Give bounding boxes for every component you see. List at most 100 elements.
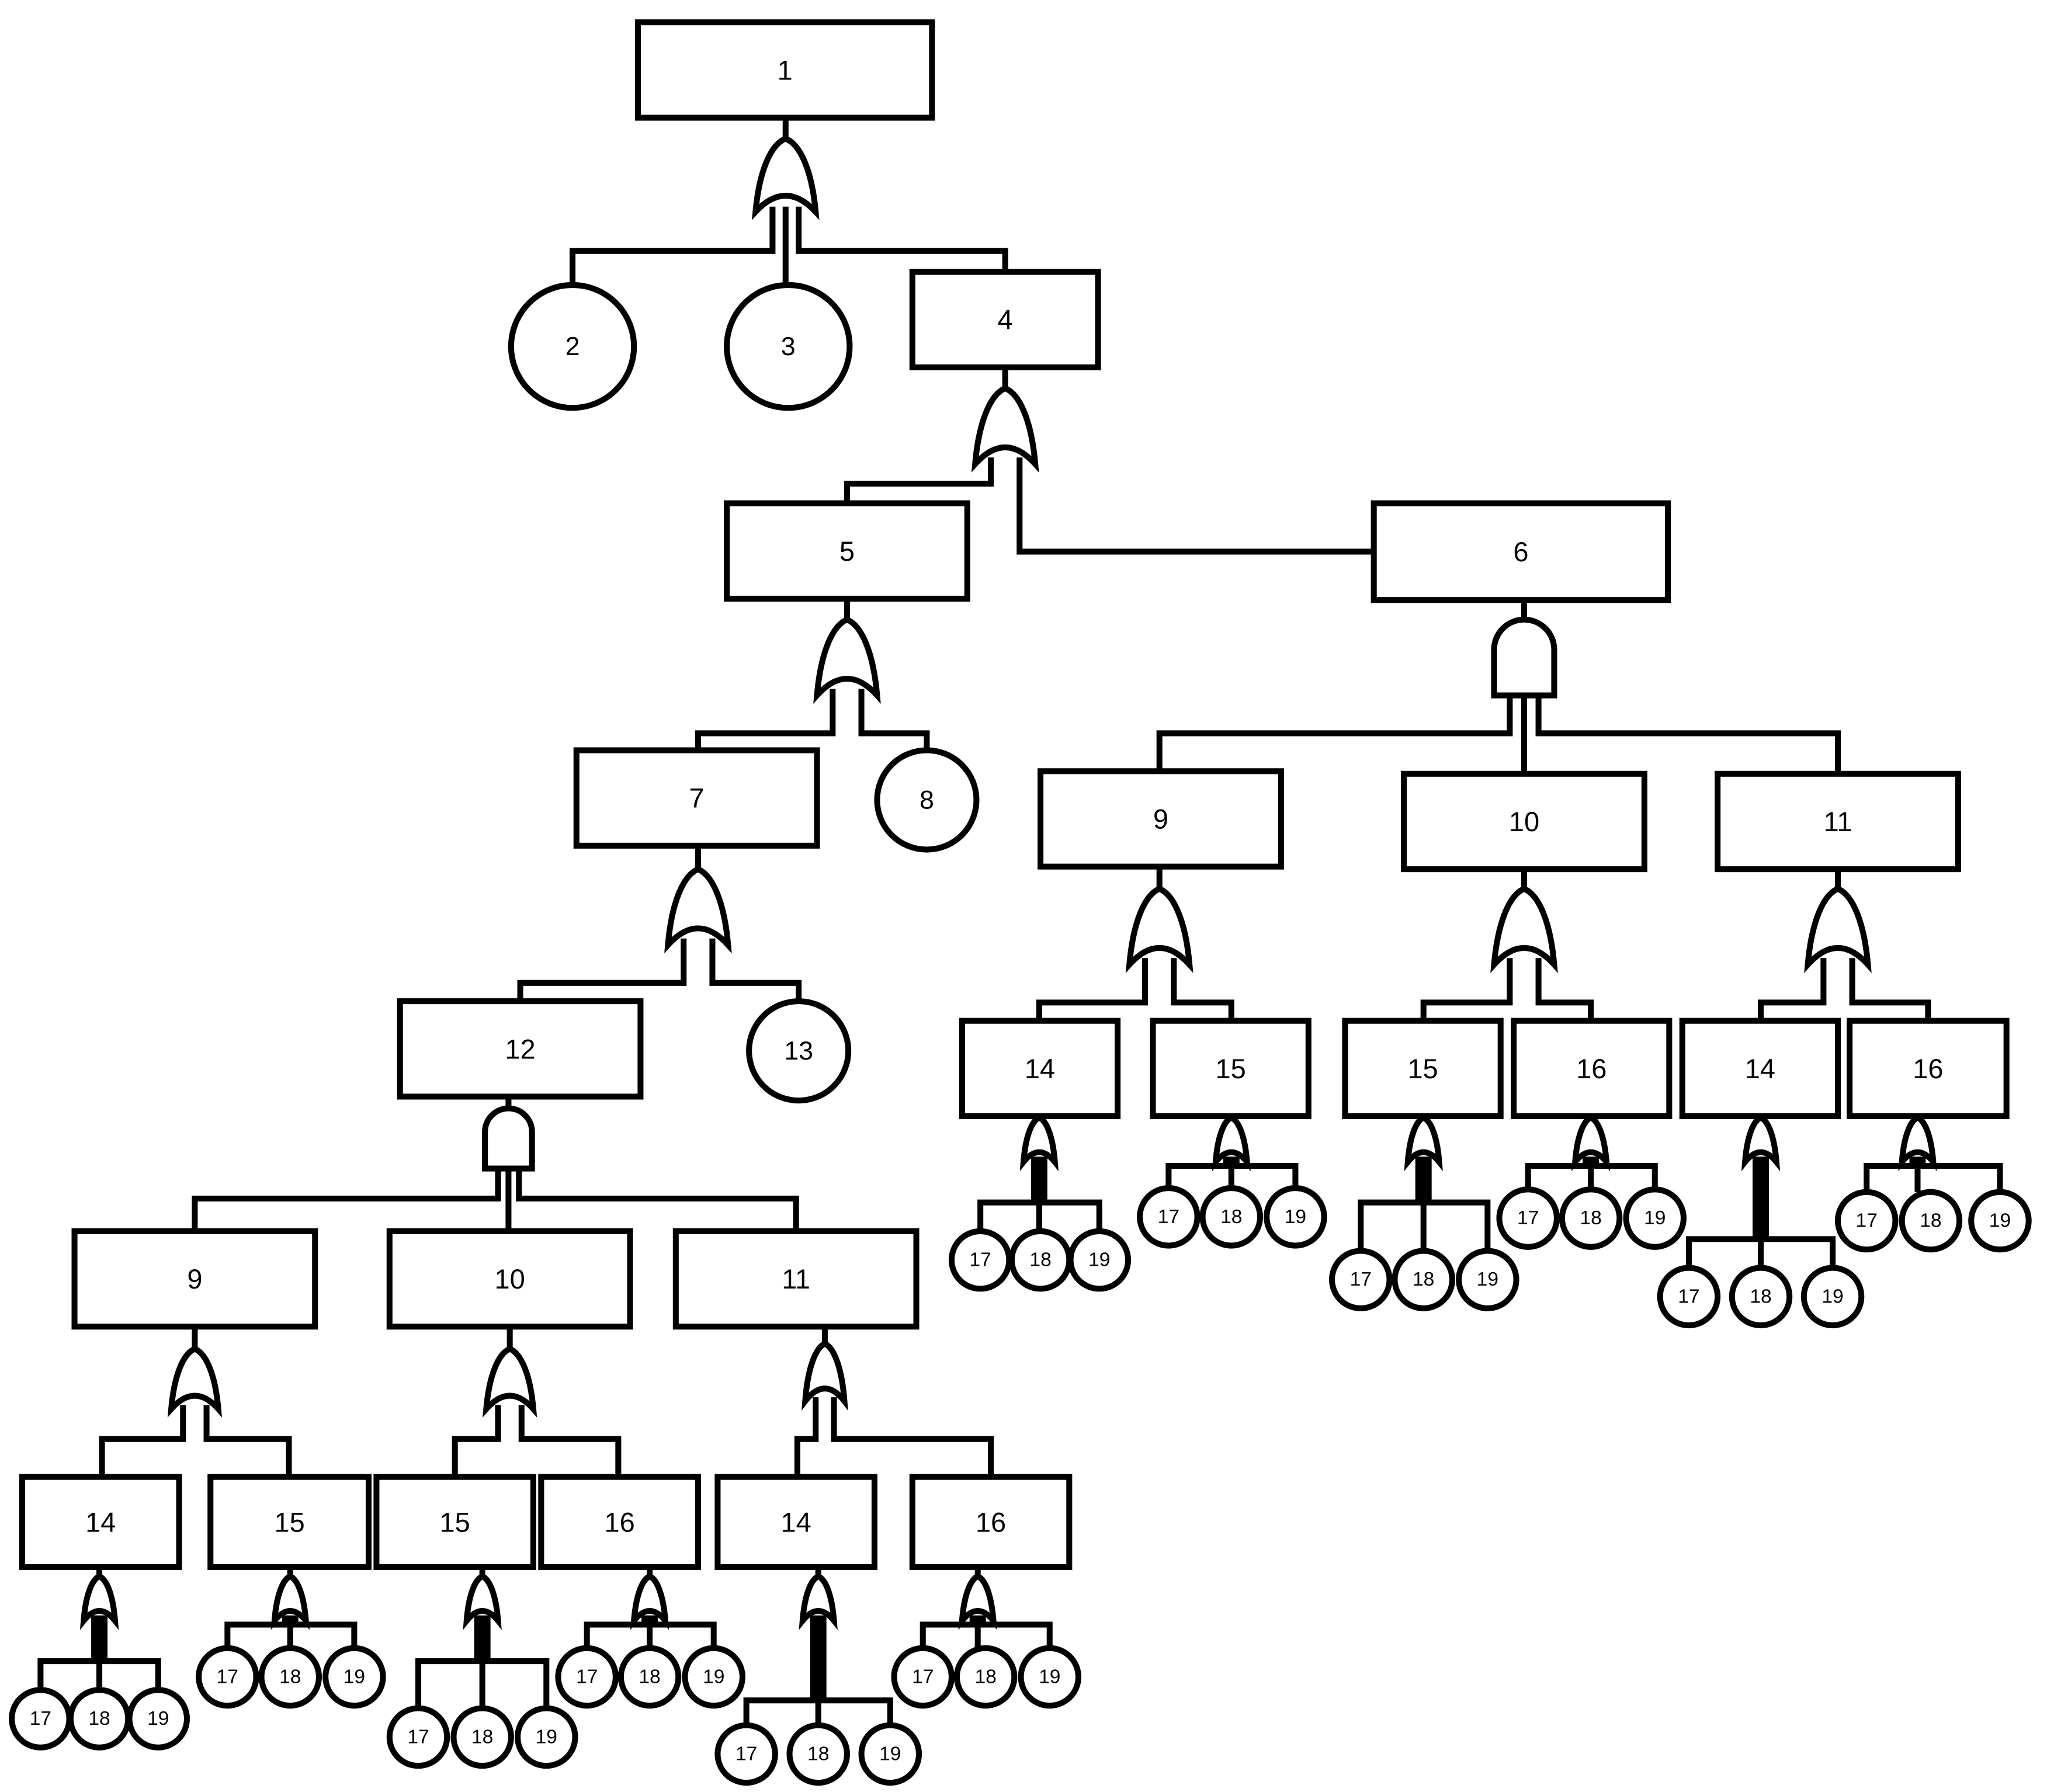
- connector-line: [844, 457, 994, 503]
- connector-line: [651, 1615, 717, 1648]
- basic-event-19: [1067, 1228, 1132, 1292]
- basic-event-17-label: 17: [969, 1249, 991, 1271]
- basic-event-18-label: 18: [88, 1708, 110, 1730]
- connector-line: [1171, 958, 1234, 1021]
- event-box-14-label: 14: [781, 1506, 811, 1537]
- basic-event-18-label: 18: [1413, 1269, 1434, 1290]
- event-box-14-label: 14: [1025, 1053, 1055, 1084]
- basic-event-17-label: 17: [1678, 1286, 1699, 1307]
- or-gate: [79, 1573, 119, 1630]
- event-box-16: [909, 1474, 1073, 1571]
- basic-event-19-label: 19: [1822, 1286, 1843, 1307]
- connector-line: [1233, 1157, 1299, 1189]
- basic-event-18: [1729, 1265, 1793, 1329]
- event-box-16-label: 16: [604, 1506, 634, 1537]
- event-box-5-label: 5: [839, 536, 855, 567]
- basic-event-19: [322, 1645, 386, 1709]
- connector-line: [820, 1615, 893, 1725]
- event-box-9-label: 9: [187, 1263, 202, 1294]
- basic-event-18: [617, 1645, 682, 1709]
- basic-event-8-label: 8: [920, 786, 934, 815]
- connector-line: [484, 1615, 550, 1708]
- basic-event-19-label: 19: [1039, 1666, 1060, 1687]
- basic-event-13-label: 13: [784, 1036, 813, 1065]
- event-box-10-label: 10: [1509, 806, 1539, 837]
- connector-line: [977, 1157, 1037, 1231]
- basic-event-17: [891, 1645, 955, 1709]
- connector-line: [1420, 958, 1513, 1021]
- or-gate: [1804, 885, 1872, 973]
- connector-line: [1762, 1157, 1836, 1268]
- or-gate: [1898, 1114, 1937, 1172]
- or-gate: [270, 1573, 310, 1630]
- event-box-14: [714, 1474, 877, 1571]
- basic-event-17-label: 17: [217, 1666, 238, 1687]
- connector-line: [224, 1615, 288, 1648]
- connector-line: [1525, 1157, 1589, 1190]
- connectors: [37, 117, 2003, 1725]
- basic-event-17: [1329, 1248, 1393, 1311]
- or-gate: [1571, 1114, 1611, 1172]
- event-box-1-label: 1: [778, 54, 793, 85]
- connector-line: [794, 1397, 819, 1477]
- event-box-14-label: 14: [85, 1506, 116, 1537]
- event-box-12-label: 12: [505, 1033, 535, 1064]
- basic-event-17: [386, 1705, 450, 1769]
- basic-event-19-label: 19: [147, 1708, 169, 1730]
- basic-event-19-label: 19: [1285, 1206, 1306, 1228]
- basic-event-18: [1559, 1186, 1623, 1250]
- basic-event-17: [555, 1645, 619, 1709]
- connector-line: [1757, 958, 1827, 1021]
- basic-event-17: [1834, 1189, 1899, 1253]
- basic-event-17-label: 17: [912, 1666, 934, 1687]
- or-gate: [958, 1573, 997, 1630]
- connector-line: [695, 689, 836, 751]
- basic-event-2: [508, 282, 637, 411]
- or-gate: [802, 1340, 848, 1411]
- or-gate: [463, 1573, 502, 1630]
- basic-event-19: [1456, 1248, 1519, 1311]
- connector-line: [1535, 695, 1841, 774]
- event-box-7: [573, 747, 820, 849]
- or-gate: [1019, 1114, 1059, 1172]
- basic-event-18: [258, 1645, 322, 1709]
- basic-event-19-label: 19: [879, 1743, 901, 1765]
- basic-event-18-label: 18: [279, 1666, 301, 1687]
- basic-event-3-label: 3: [781, 332, 796, 361]
- basic-event-18: [450, 1705, 514, 1769]
- basic-event-18-label: 18: [1029, 1249, 1051, 1271]
- event-box-5: [724, 500, 970, 602]
- event-box-15: [373, 1474, 536, 1571]
- and-gate: [1491, 616, 1557, 699]
- basic-event-19: [515, 1705, 578, 1769]
- basic-event-8: [874, 747, 980, 853]
- basic-event-17-label: 17: [1350, 1269, 1372, 1290]
- event-box-7-label: 7: [689, 783, 705, 814]
- or-gate: [751, 135, 820, 220]
- event-box-10-label: 10: [495, 1263, 525, 1294]
- basic-event-19: [682, 1645, 745, 1709]
- basic-event-17: [1657, 1265, 1721, 1329]
- or-gate: [799, 1573, 838, 1630]
- basic-event-18-label: 18: [639, 1666, 660, 1687]
- connector-line: [292, 1615, 358, 1648]
- connector-line: [1425, 1157, 1491, 1251]
- event-box-15: [207, 1474, 372, 1571]
- event-box-10: [1401, 770, 1647, 873]
- event-box-4-label: 4: [998, 304, 1013, 335]
- connector-line: [101, 1615, 161, 1690]
- basic-event-18-label: 18: [1580, 1207, 1601, 1229]
- basic-event-18-label: 18: [471, 1726, 493, 1748]
- basic-event-19: [1800, 1265, 1865, 1329]
- gates: [79, 135, 1937, 1630]
- or-gate: [813, 616, 881, 704]
- event-box-16-label: 16: [1576, 1053, 1607, 1084]
- or-gate: [167, 1345, 222, 1418]
- event-box-15-label: 15: [440, 1506, 470, 1537]
- basic-event-17-label: 17: [30, 1708, 51, 1730]
- connector-line: [1016, 457, 1374, 555]
- connector-line: [203, 1405, 292, 1477]
- basic-event-18-label: 18: [1220, 1206, 1242, 1228]
- basic-event-19: [1018, 1645, 1082, 1709]
